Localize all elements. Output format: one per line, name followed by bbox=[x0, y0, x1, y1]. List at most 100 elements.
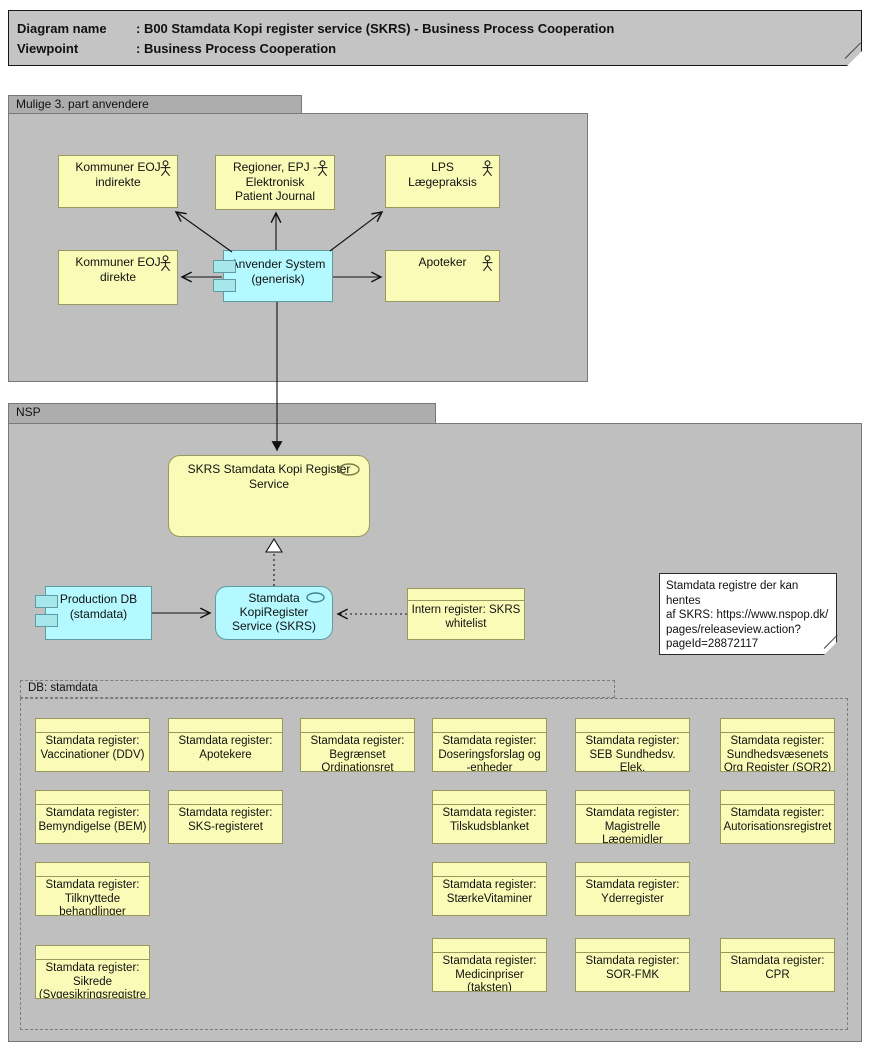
object-intern-register: Intern register: SKRS whitelist bbox=[407, 588, 525, 640]
register-box-begraenset-ordinationsret: Stamdata register: Begrænset Ordinations… bbox=[300, 718, 415, 772]
viewpoint-value: : Business Process Cooperation bbox=[136, 41, 337, 56]
component-production-db: Production DB (stamdata) bbox=[35, 586, 152, 640]
actor-icon bbox=[160, 160, 171, 177]
component-icon bbox=[35, 595, 58, 608]
diagram-title-block: Diagram name : B00 Stamdata Kopi register… bbox=[8, 10, 862, 66]
group-body-third-party bbox=[8, 113, 588, 382]
object-band bbox=[36, 719, 149, 733]
object-band bbox=[433, 791, 546, 805]
register-box-label: Stamdata register: Apotekere bbox=[178, 735, 273, 761]
actor-box-label: LPS Lægepraksis bbox=[408, 160, 477, 189]
register-box-sor-fmk: Stamdata register: SOR-FMK bbox=[575, 938, 690, 992]
object-band bbox=[301, 719, 414, 733]
actor-icon bbox=[482, 255, 493, 272]
object-band bbox=[433, 939, 546, 953]
service-stamdata-kopiregister-label: Stamdata KopiRegister Service (SKRS) bbox=[231, 591, 317, 633]
object-band bbox=[433, 863, 546, 877]
component-anvender-system: Anvender System (generisk) bbox=[213, 250, 333, 302]
actor-box-kommuner-eoj-direkte: Kommuner EOJ direkte bbox=[58, 250, 178, 305]
object-band bbox=[721, 719, 834, 733]
register-box-doseringsforslag-og-enheder: Stamdata register: Doseringsforslag og -… bbox=[432, 718, 547, 772]
register-box-label: Stamdata register: Tilskudsblanket bbox=[442, 807, 537, 833]
actor-icon bbox=[482, 160, 493, 177]
actor-box-label: Kommuner EOJ indirekte bbox=[75, 160, 161, 189]
register-box-medicinpriser-taksten: Stamdata register: Medicinpriser (takste… bbox=[432, 938, 547, 992]
object-band bbox=[721, 791, 834, 805]
group-tab-third-party: Mulige 3. part anvendere bbox=[8, 95, 302, 113]
register-box-tilskudsblanket: Stamdata register: Tilskudsblanket bbox=[432, 790, 547, 844]
register-box-label: Stamdata register: SOR-FMK bbox=[585, 955, 680, 981]
register-box-seb-sundhedsv-elek-brugerstyring: Stamdata register: SEB Sundhedsv. Elek. … bbox=[575, 718, 690, 772]
group-tab-nsp: NSP bbox=[8, 403, 436, 423]
actor-box-label: Regioner, EPJ - Elektronisk Patient Jour… bbox=[232, 160, 318, 203]
group-label-nsp: NSP bbox=[16, 405, 41, 419]
group-label-third-party: Mulige 3. part anvendere bbox=[16, 97, 149, 111]
note-stamdata-registre: Stamdata registre der kan hentes af SKRS… bbox=[659, 573, 837, 655]
actor-icon bbox=[160, 255, 171, 272]
group-body-db-stamdata bbox=[20, 698, 848, 1030]
register-box-label: Stamdata register: Tilknyttede behandlin… bbox=[45, 879, 140, 916]
component-icon bbox=[213, 279, 236, 292]
component-icon bbox=[213, 260, 236, 273]
service-skrs-stamdata-kopi-register: SKRS Stamdata Kopi Register Service bbox=[168, 455, 370, 537]
service-oval-icon bbox=[338, 463, 360, 476]
register-box-autorisationsregistret: Stamdata register: Autorisationsregistre… bbox=[720, 790, 835, 844]
register-box-label: Stamdata register: Vaccinationer (DDV) bbox=[40, 735, 145, 761]
register-box-label: Stamdata register: Yderregister bbox=[585, 879, 680, 905]
register-box-tilknyttede-behandlinger: Stamdata register: Tilknyttede behandlin… bbox=[35, 862, 150, 916]
viewpoint-row: Viewpoint : Business Process Cooperation bbox=[17, 39, 861, 59]
actor-icon bbox=[317, 160, 328, 177]
object-band bbox=[576, 719, 689, 733]
register-box-bemyndigelse-bem: Stamdata register: Bemyndigelse (BEM) bbox=[35, 790, 150, 844]
register-box-sikrede-sygesikringsregistret: Stamdata register: Sikrede (Sygesikrings… bbox=[35, 945, 150, 999]
object-band bbox=[36, 946, 149, 960]
group-tab-db-stamdata: DB: stamdata bbox=[20, 680, 615, 698]
object-band bbox=[576, 939, 689, 953]
title-value: : B00 Stamdata Kopi register service (SK… bbox=[136, 21, 615, 36]
register-box-sundhedsvaesenets-org-register-sor2: Stamdata register: Sundhedsvæsenets Org … bbox=[720, 718, 835, 772]
register-box-label: Stamdata register: Sundhedsvæsenets Org … bbox=[723, 735, 832, 772]
service-oval-icon bbox=[306, 592, 325, 603]
service-skrs-label: SKRS Stamdata Kopi Register Service bbox=[187, 462, 351, 491]
object-band bbox=[576, 863, 689, 877]
actor-box-lps-laegepraksis: LPS Lægepraksis bbox=[385, 155, 500, 208]
register-box-yderregister: Stamdata register: Yderregister bbox=[575, 862, 690, 916]
object-band bbox=[36, 791, 149, 805]
register-box-label: Stamdata register: Doseringsforslag og -… bbox=[438, 735, 541, 772]
register-box-sks-registeret: Stamdata register: SKS-registeret bbox=[168, 790, 283, 844]
object-band bbox=[36, 863, 149, 877]
register-box-magistrelle-laegemidler: Stamdata register: Magistrelle Lægemidle… bbox=[575, 790, 690, 844]
service-stamdata-kopiregister: Stamdata KopiRegister Service (SKRS) bbox=[215, 586, 333, 640]
register-box-cpr: Stamdata register: CPR bbox=[720, 938, 835, 992]
register-box-label: Stamdata register: StærkeVitaminer bbox=[442, 879, 537, 905]
object-band bbox=[433, 719, 546, 733]
component-anvender-system-label: Anvender System (generisk) bbox=[230, 257, 326, 286]
register-box-vaccinationer-ddv: Stamdata register: Vaccinationer (DDV) bbox=[35, 718, 150, 772]
title-label: Diagram name bbox=[17, 21, 107, 36]
actor-box-apoteker: Apoteker bbox=[385, 250, 500, 302]
object-band bbox=[169, 791, 282, 805]
register-box-staerkevitaminer: Stamdata register: StærkeVitaminer bbox=[432, 862, 547, 916]
register-box-label: Stamdata register: Medicinpriser (takste… bbox=[442, 955, 537, 992]
actor-box-label: Kommuner EOJ direkte bbox=[75, 255, 161, 284]
object-intern-register-label: Intern register: SKRS whitelist bbox=[411, 604, 521, 630]
viewpoint-label: Viewpoint bbox=[17, 41, 79, 56]
register-box-label: Stamdata register: SKS-registeret bbox=[178, 807, 273, 833]
register-box-label: Stamdata register: Sikrede (Sygesikrings… bbox=[38, 962, 147, 999]
register-box-label: Stamdata register: Begrænset Ordinations… bbox=[310, 735, 405, 772]
object-band bbox=[169, 719, 282, 733]
actor-box-label: Apoteker bbox=[418, 255, 467, 269]
register-box-label: Stamdata register: SEB Sundhedsv. Elek. … bbox=[585, 735, 680, 772]
component-icon bbox=[35, 614, 58, 627]
register-box-label: Stamdata register: Magistrelle Lægemidle… bbox=[585, 807, 680, 844]
actor-box-kommuner-eoj-indirekte: Kommuner EOJ indirekte bbox=[58, 155, 178, 208]
group-label-db-stamdata: DB: stamdata bbox=[28, 682, 98, 694]
object-band bbox=[721, 939, 834, 953]
register-box-apotekere: Stamdata register: Apotekere bbox=[168, 718, 283, 772]
register-box-label: Stamdata register: CPR bbox=[730, 955, 825, 981]
register-box-label: Stamdata register: Autorisationsregistre… bbox=[723, 807, 832, 833]
register-box-label: Stamdata register: Bemyndigelse (BEM) bbox=[38, 807, 147, 833]
object-band bbox=[408, 589, 524, 601]
object-band bbox=[576, 791, 689, 805]
